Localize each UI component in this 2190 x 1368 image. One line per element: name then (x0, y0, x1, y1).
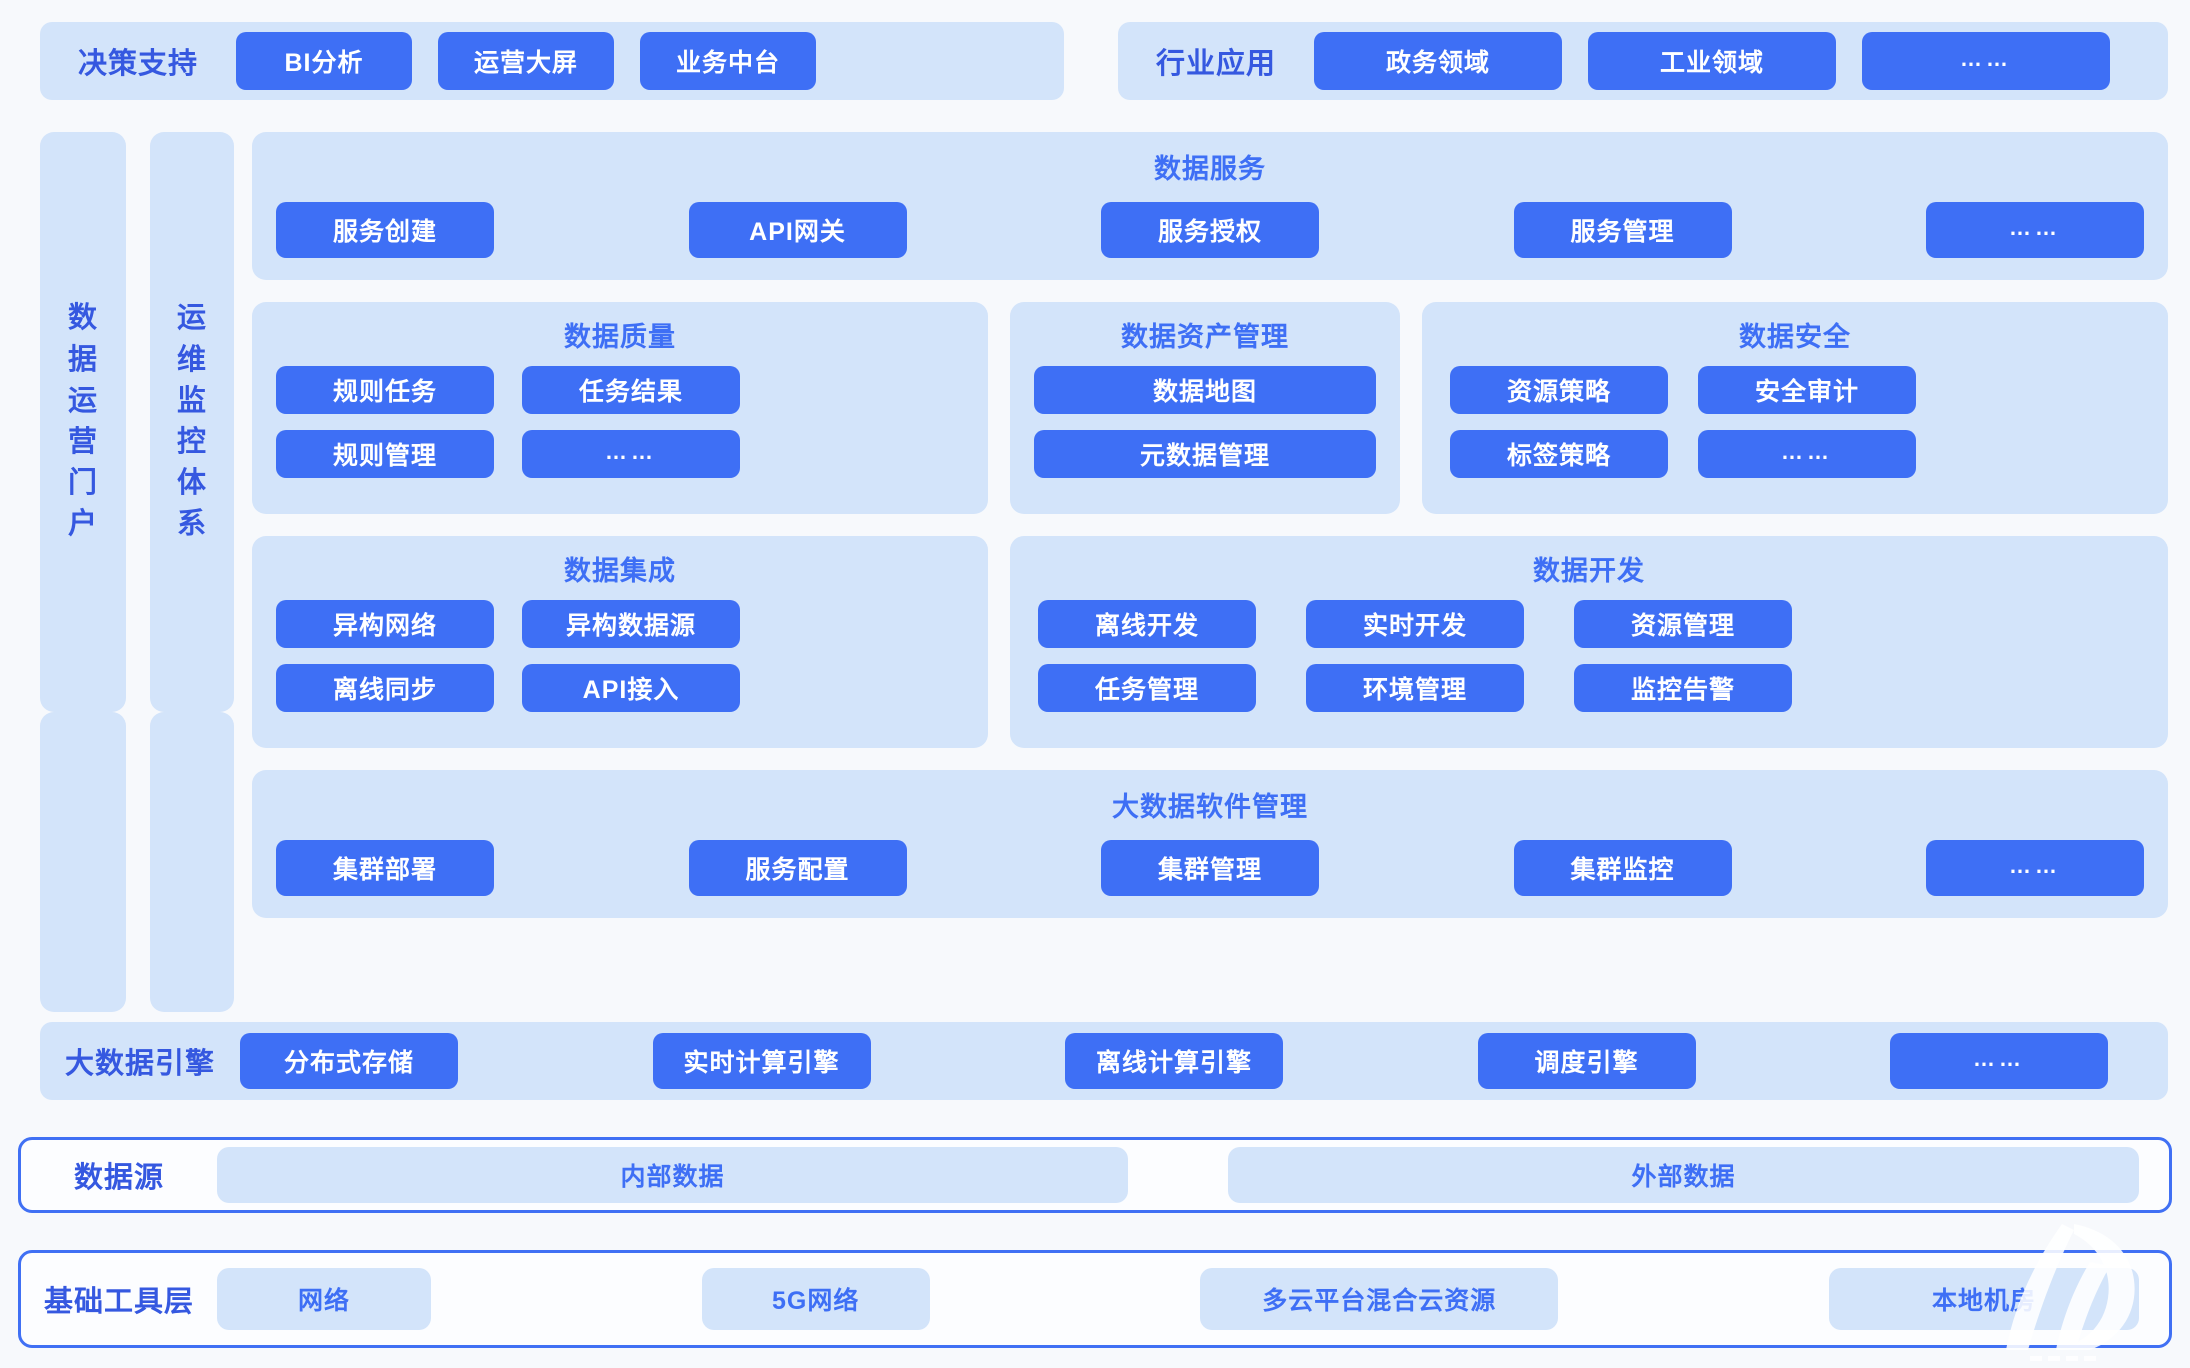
data-asset-row-2: 元数据管理 (1010, 414, 1400, 478)
rail-label-ops-monitoring-system: 运维监控体系 (176, 302, 207, 541)
bigdata-engine-chip-row: 分布式存储 实时计算引擎 离线计算引擎 调度引擎 …… (240, 1033, 2168, 1089)
data-development-row-1: 离线开发 实时开发 资源管理 (1010, 588, 2168, 648)
decision-support-label: 决策支持 (77, 48, 198, 80)
bigdata-software-management-band: 大数据软件管理 集群部署 服务配置 集群管理 集群监控 …… (252, 770, 2168, 918)
rail-label-data-operation-portal: 数据运营门户 (67, 302, 98, 541)
chip-operation-screen[interactable]: 运营大屏 (438, 32, 614, 90)
data-service-chip-row: 服务创建 API网关 服务授权 服务管理 …… (252, 186, 2168, 258)
datasource-label: 数据源 (73, 1162, 164, 1194)
chip-monitoring-alarm[interactable]: 监控告警 (1574, 664, 1792, 712)
bigdata-engine-band: 大数据引擎 分布式存储 实时计算引擎 离线计算引擎 调度引擎 …… (40, 1022, 2168, 1100)
chip-offline-compute-engine[interactable]: 离线计算引擎 (1065, 1033, 1283, 1089)
data-asset-management-panel: 数据资产管理 数据地图 元数据管理 (1010, 302, 1400, 514)
chip-rule-task[interactable]: 规则任务 (276, 366, 494, 414)
chip-heterogeneous-datasource[interactable]: 异构数据源 (522, 600, 740, 648)
chip-local-datacenter[interactable]: 本地机房 (1828, 1268, 2139, 1330)
software-mgmt-chip-row: 集群部署 服务配置 集群管理 集群监控 …… (252, 824, 2168, 896)
data-security-title: 数据安全 (1739, 322, 1851, 352)
chip-label-policy[interactable]: 标签策略 (1450, 430, 1668, 478)
chip-scheduling-engine[interactable]: 调度引擎 (1477, 1033, 1696, 1089)
data-security-row-2: 标签策略 …… (1422, 414, 2168, 478)
chip-resource-management[interactable]: 资源管理 (1574, 600, 1792, 648)
data-quality-title: 数据质量 (564, 322, 676, 352)
chip-task-result[interactable]: 任务结果 (522, 366, 740, 414)
chip-multicloud-hybrid-resource[interactable]: 多云平台混合云资源 (1200, 1268, 1559, 1330)
data-integration-row-1: 异构网络 异构数据源 (252, 588, 988, 648)
top-row: 决策支持 BI分析 运营大屏 业务中台 行业应用 政务领域 工业领域 …… (0, 0, 2190, 108)
data-development-panel: 数据开发 离线开发 实时开发 资源管理 任务管理 环境管理 监控告警 (1010, 536, 2168, 748)
chip-heterogeneous-network[interactable]: 异构网络 (276, 600, 494, 648)
pipeline-row: 数据集成 异构网络 异构数据源 离线同步 API接入 数据开发 离线开发 实时开… (252, 536, 2168, 748)
chip-realtime-development[interactable]: 实时开发 (1306, 600, 1524, 648)
platform-capability-stack: 数据服务 服务创建 API网关 服务授权 服务管理 …… 数据质量 规则任务 任… (252, 132, 2168, 918)
chip-resource-policy[interactable]: 资源策略 (1450, 366, 1668, 414)
data-quality-panel: 数据质量 规则任务 任务结果 规则管理 …… (252, 302, 988, 514)
data-integration-row-2: 离线同步 API接入 (252, 648, 988, 712)
data-quality-row-1: 规则任务 任务结果 (252, 354, 988, 414)
chip-rule-management[interactable]: 规则管理 (276, 430, 494, 478)
chip-cluster-deployment[interactable]: 集群部署 (276, 840, 494, 896)
bigdata-engine-label: 大数据引擎 (64, 1048, 215, 1080)
bigdata-software-management-title: 大数据软件管理 (1112, 792, 1308, 822)
data-asset-management-title: 数据资产管理 (1121, 322, 1289, 352)
chip-data-service-more[interactable]: …… (1926, 202, 2144, 258)
chip-cluster-management[interactable]: 集群管理 (1101, 840, 1319, 896)
chip-security-audit[interactable]: 安全审计 (1698, 366, 1916, 414)
data-development-row-2: 任务管理 环境管理 监控告警 (1010, 648, 2168, 712)
industry-application-label: 行业应用 (1155, 48, 1276, 80)
chip-cluster-monitoring[interactable]: 集群监控 (1513, 840, 1732, 896)
chip-industrial-domain[interactable]: 工业领域 (1588, 32, 1836, 90)
chip-metadata-management[interactable]: 元数据管理 (1034, 430, 1376, 478)
chip-service-management[interactable]: 服务管理 (1513, 202, 1732, 258)
rail-ops-monitoring-system[interactable]: 运维监控体系 (150, 132, 234, 712)
chip-industry-more[interactable]: …… (1862, 32, 2110, 90)
chip-environment-management[interactable]: 环境管理 (1306, 664, 1524, 712)
governance-row: 数据质量 规则任务 任务结果 规则管理 …… 数据资产管理 数据地图 元数据管理 (252, 302, 2168, 514)
data-service-title: 数据服务 (1154, 154, 1266, 184)
infrastructure-chip-row: 网络 5G网络 多云平台混合云资源 本地机房 (217, 1268, 2169, 1330)
data-integration-title: 数据集成 (564, 556, 676, 586)
chip-offline-development[interactable]: 离线开发 (1038, 600, 1256, 648)
chip-task-management[interactable]: 任务管理 (1038, 664, 1256, 712)
data-security-row-1: 资源策略 安全审计 (1422, 354, 2168, 414)
chip-external-data[interactable]: 外部数据 (1228, 1147, 2139, 1203)
datasource-chip-row: 内部数据 外部数据 (217, 1147, 2169, 1203)
infrastructure-label: 基础工具层 (43, 1286, 194, 1318)
rail-ops-monitoring-system-ext (150, 712, 234, 1012)
rail-data-operation-portal-ext (40, 712, 126, 1012)
data-asset-row-1: 数据地图 (1010, 354, 1400, 414)
chip-realtime-compute-engine[interactable]: 实时计算引擎 (652, 1033, 871, 1089)
chip-data-map[interactable]: 数据地图 (1034, 366, 1376, 414)
chip-service-authorization[interactable]: 服务授权 (1101, 202, 1319, 258)
chip-software-mgmt-more[interactable]: …… (1926, 840, 2144, 896)
chip-service-configuration[interactable]: 服务配置 (688, 840, 907, 896)
data-service-band: 数据服务 服务创建 API网关 服务授权 服务管理 …… (252, 132, 2168, 280)
chip-api-gateway[interactable]: API网关 (688, 202, 907, 258)
chip-internal-data[interactable]: 内部数据 (217, 1147, 1128, 1203)
chip-offline-sync[interactable]: 离线同步 (276, 664, 494, 712)
industry-application-band: 行业应用 政务领域 工业领域 …… (1118, 22, 2168, 100)
chip-distributed-storage[interactable]: 分布式存储 (240, 1033, 458, 1089)
rail-data-operation-portal[interactable]: 数据运营门户 (40, 132, 126, 712)
chip-data-quality-more[interactable]: …… (522, 430, 740, 478)
chip-business-midend[interactable]: 业务中台 (640, 32, 816, 90)
chip-data-security-more[interactable]: …… (1698, 430, 1916, 478)
datasource-band: 数据源 内部数据 外部数据 (18, 1137, 2172, 1213)
decision-support-band: 决策支持 BI分析 运营大屏 业务中台 (40, 22, 1064, 100)
chip-api-access[interactable]: API接入 (522, 664, 740, 712)
chip-network[interactable]: 网络 (217, 1268, 431, 1330)
chip-service-create[interactable]: 服务创建 (276, 202, 494, 258)
chip-bi-analysis[interactable]: BI分析 (236, 32, 412, 90)
data-development-title: 数据开发 (1533, 556, 1645, 586)
data-quality-row-2: 规则管理 …… (252, 414, 988, 478)
data-security-panel: 数据安全 资源策略 安全审计 标签策略 …… (1422, 302, 2168, 514)
infrastructure-band: 基础工具层 网络 5G网络 多云平台混合云资源 本地机房 (18, 1250, 2172, 1348)
data-integration-panel: 数据集成 异构网络 异构数据源 离线同步 API接入 (252, 536, 988, 748)
chip-government-domain[interactable]: 政务领域 (1314, 32, 1562, 90)
chip-5g-network[interactable]: 5G网络 (701, 1268, 930, 1330)
chip-engine-more[interactable]: …… (1890, 1033, 2108, 1089)
